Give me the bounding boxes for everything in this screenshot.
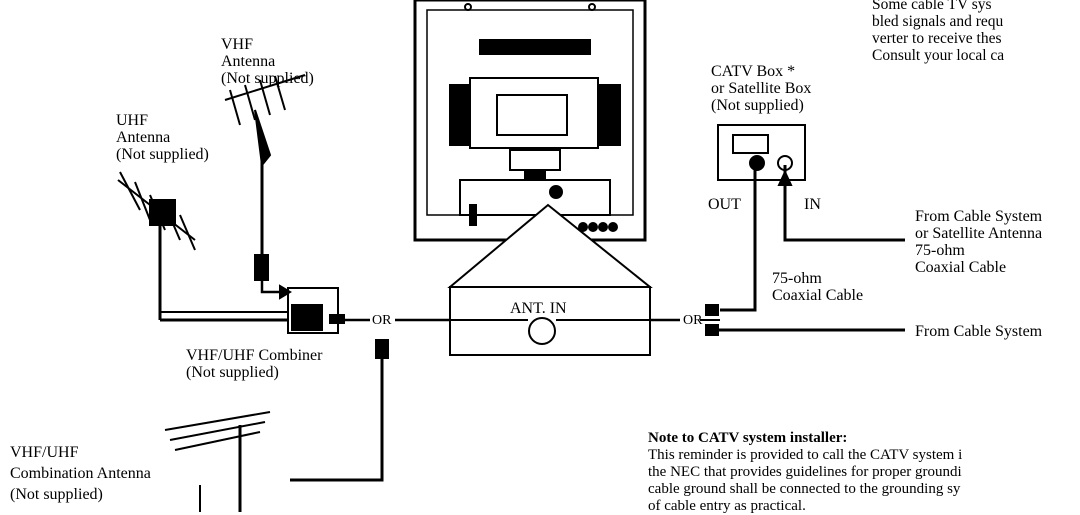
vhf-antenna-graphic [224,74,306,281]
catv-box-label-1: CATV Box * [711,63,796,80]
vhf-antenna-label-3: (Not supplied) [221,70,314,87]
top-note-line-1: Some cable TV sys [872,0,992,13]
installer-note-line-1: This reminder is provided to call the CA… [648,447,963,463]
from-cable-satellite-label-1: From Cable System [915,208,1043,225]
vhf-antenna-label-1: VHF [221,36,254,53]
uhf-antenna-label-3: (Not supplied) [116,146,209,163]
uhf-antenna-label-2: Antenna [116,129,171,146]
from-cable-satellite-label-4: Coaxial Cable [915,259,1007,276]
combo-antenna-label-2: Combination Antenna [10,465,151,482]
top-note-line-2: bled signals and requ [872,13,1004,30]
installer-note-title: Note to CATV system installer: [648,430,848,446]
combiner-label-1: VHF/UHF Combiner [186,347,323,364]
ant-in-label: ANT. IN [510,300,567,317]
ant-in-callout [447,203,653,356]
out-label: OUT [708,196,741,213]
coax-middle-label-2: Coaxial Cable [772,287,864,304]
from-cable-label: From Cable System [915,323,1043,340]
uhf-antenna-graphic [117,171,196,320]
uhf-antenna-label-1: UHF [116,112,149,129]
in-label: IN [804,196,821,213]
vhf-antenna-label-2: Antenna [221,53,276,70]
catv-box-label-2: or Satellite Box [711,80,812,97]
from-cable-satellite-label-3: 75-ohm [915,242,965,259]
top-note-line-3: verter to receive thes [872,30,1002,47]
installer-note-line-4: of cable entry as practical. [648,498,806,514]
combo-antenna-graphic [164,339,389,512]
catv-box-graphic [650,124,905,336]
from-cable-satellite-label-2: or Satellite Antenna [915,225,1043,242]
tv-rear-panel [413,0,647,242]
combo-antenna-label-3: (Not supplied) [10,486,103,503]
installer-note-line-3: cable ground shall be connected to the g… [648,481,961,497]
top-note-line-4: Consult your local ca [872,47,1005,64]
combiner-label-2: (Not supplied) [186,364,279,381]
combiner-graphic [160,280,450,334]
or-left-label: OR [372,313,392,328]
combo-antenna-label-1: VHF/UHF [10,444,79,461]
or-right-label: OR [683,313,703,328]
coax-middle-label-1: 75-ohm [772,270,822,287]
installer-note: Note to CATV system installer: This remi… [648,430,962,515]
installer-note-line-2: the NEC that provides guidelines for pro… [648,464,962,480]
catv-box-label-3: (Not supplied) [711,97,804,114]
